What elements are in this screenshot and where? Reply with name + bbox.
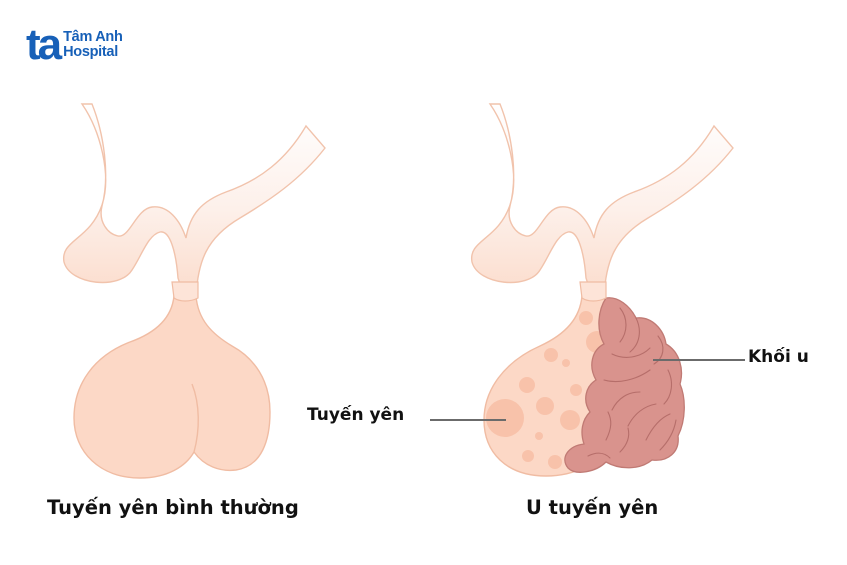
logo-wordmark: Tâm Anh Hospital [63, 29, 123, 60]
normal-pituitary-caption: Tuyến yên bình thường [47, 496, 299, 519]
adenoma-stalk-neck [579, 281, 607, 302]
logo-mark: ta [26, 20, 62, 69]
normal-stalk-neck [171, 281, 199, 302]
normal-infundibulum [63, 103, 326, 297]
tumor-mass [564, 297, 685, 473]
normal-pituitary-figure [63, 103, 326, 479]
gland-callout-label: Tuyến yên [307, 405, 405, 425]
gland-leader-line [430, 419, 506, 421]
tumor-callout-label: Khối u [748, 347, 809, 367]
hospital-logo: ta Tâm Anh Hospital [26, 20, 123, 69]
logo-line-2: Hospital [63, 44, 118, 60]
adenoma-pituitary-figure [471, 103, 734, 477]
normal-gland [73, 295, 271, 479]
logo-line-1: Tâm Anh [63, 29, 123, 45]
adenoma-infundibulum [471, 103, 734, 297]
tumor-leader-line [653, 359, 745, 361]
normal-gland-lobe-line [191, 383, 199, 453]
adenoma-caption: U tuyến yên [526, 496, 659, 519]
tumor-folds [587, 307, 677, 459]
